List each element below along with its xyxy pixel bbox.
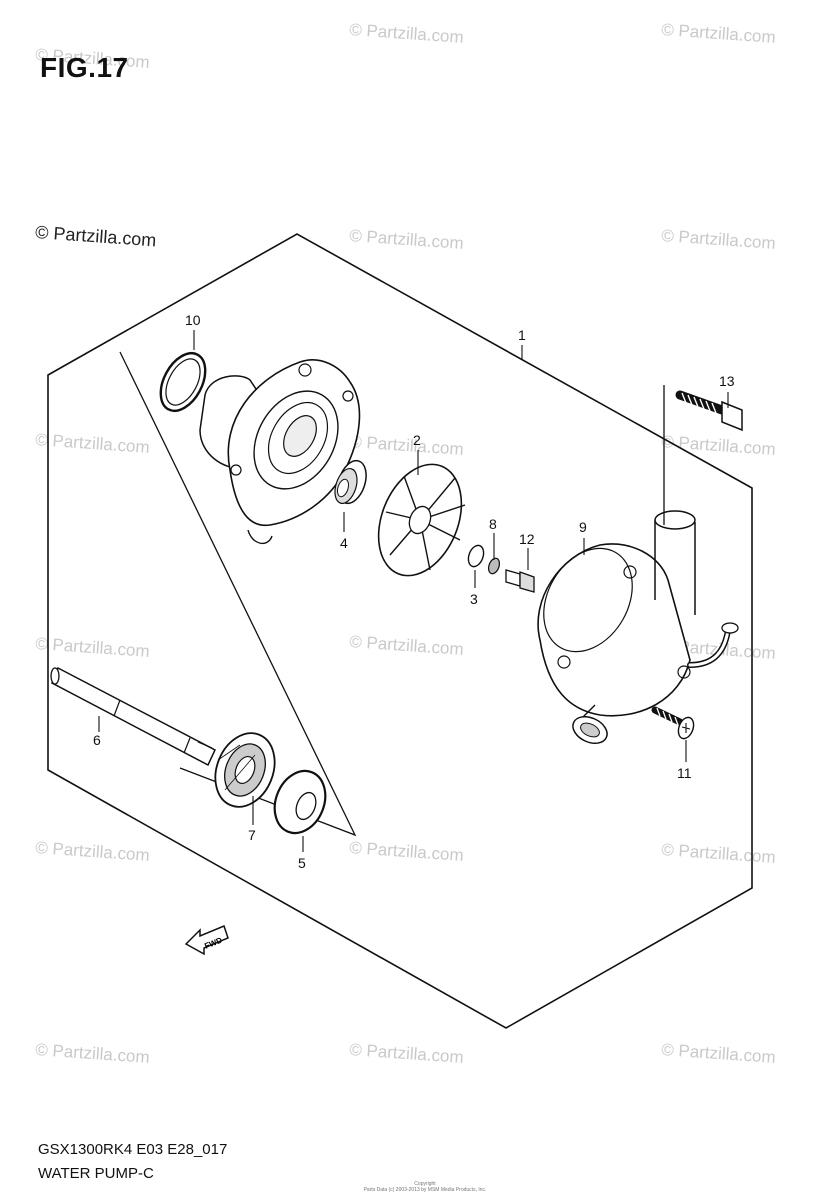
copyright-notice: Copyright Parts Data (c) 2003-2013 by MS… (355, 1181, 495, 1193)
callout-1: 1 (518, 327, 526, 343)
o-ring-part (159, 352, 207, 412)
callout-11: 11 (677, 765, 692, 781)
washer-part (467, 544, 485, 568)
assembly-outline (47, 233, 753, 1029)
callout-12: 12 (519, 531, 535, 547)
gasket-washer-part (487, 557, 501, 575)
callout-4: 4 (340, 535, 348, 551)
section-name: WATER PUMP-C (38, 1165, 154, 1182)
callout-9: 9 (579, 519, 587, 535)
copyright-line-1: Copyright (414, 1181, 436, 1187)
forward-arrow-icon: FWD (184, 924, 229, 956)
callout-7: 7 (248, 827, 256, 843)
mechanical-seal-part (334, 459, 367, 505)
copyright-line-2: Parts Data (c) 2003-2013 by MSM Media Pr… (363, 1187, 487, 1193)
leader-lines (98, 330, 729, 852)
impeller-bolt-part (505, 569, 535, 593)
oil-seal-part (273, 769, 327, 835)
impeller-part (377, 463, 466, 577)
case-screw-part (651, 706, 695, 740)
figure-title: FIG.17 (40, 52, 129, 83)
pump-shaft-part (50, 666, 216, 767)
housing-bolt-part (675, 390, 743, 432)
callout-3: 3 (470, 591, 478, 607)
pump-cover-part (199, 359, 361, 545)
callout-13: 13 (719, 373, 735, 389)
callout-2: 2 (413, 432, 421, 448)
callout-6: 6 (93, 732, 101, 748)
callout-5: 5 (298, 855, 306, 871)
callout-8: 8 (489, 516, 497, 532)
pump-case-part (537, 510, 739, 745)
callout-10: 10 (185, 312, 201, 328)
bearing-part (214, 732, 276, 808)
model-code: GSX1300RK4 E03 E28_017 (38, 1141, 228, 1158)
